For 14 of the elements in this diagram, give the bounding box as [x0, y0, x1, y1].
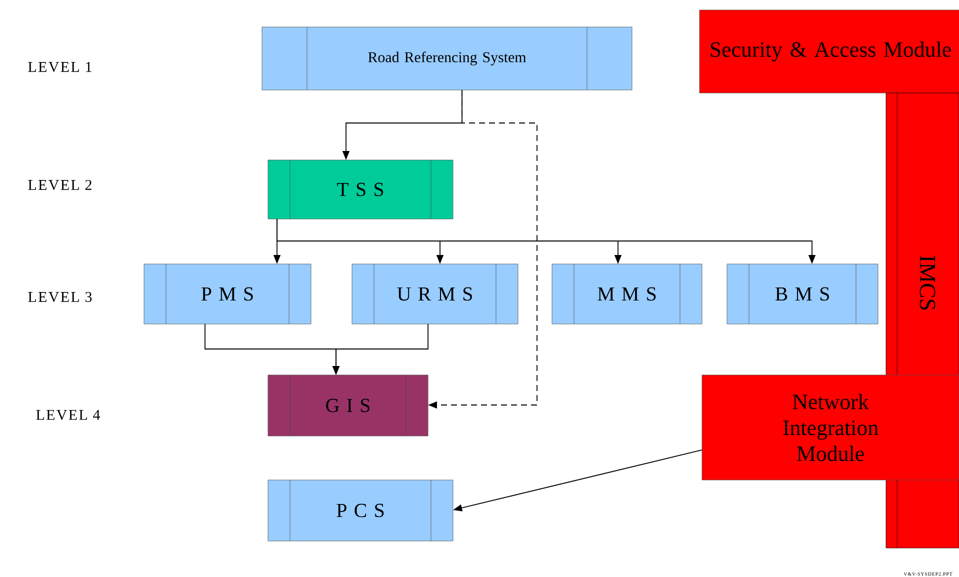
module-box: G I S: [268, 374, 428, 436]
module-box: B M S: [726, 264, 878, 324]
module-box: M M S: [552, 264, 702, 324]
level-label: LEVEL 4: [36, 410, 100, 420]
level-label: LEVEL 3: [28, 292, 92, 302]
module-box: Road Referencing System: [262, 26, 632, 90]
level-label: LEVEL 1: [28, 62, 92, 72]
module-box: Network Integration Module: [702, 374, 959, 480]
module-box: P C S: [268, 480, 454, 542]
module-box: P M S: [144, 264, 312, 324]
level-label: LEVEL 2: [28, 180, 92, 190]
module-box: U R M S: [352, 264, 518, 324]
module-box: Security & Access Module: [699, 10, 959, 94]
module-box: T S S: [268, 160, 454, 220]
